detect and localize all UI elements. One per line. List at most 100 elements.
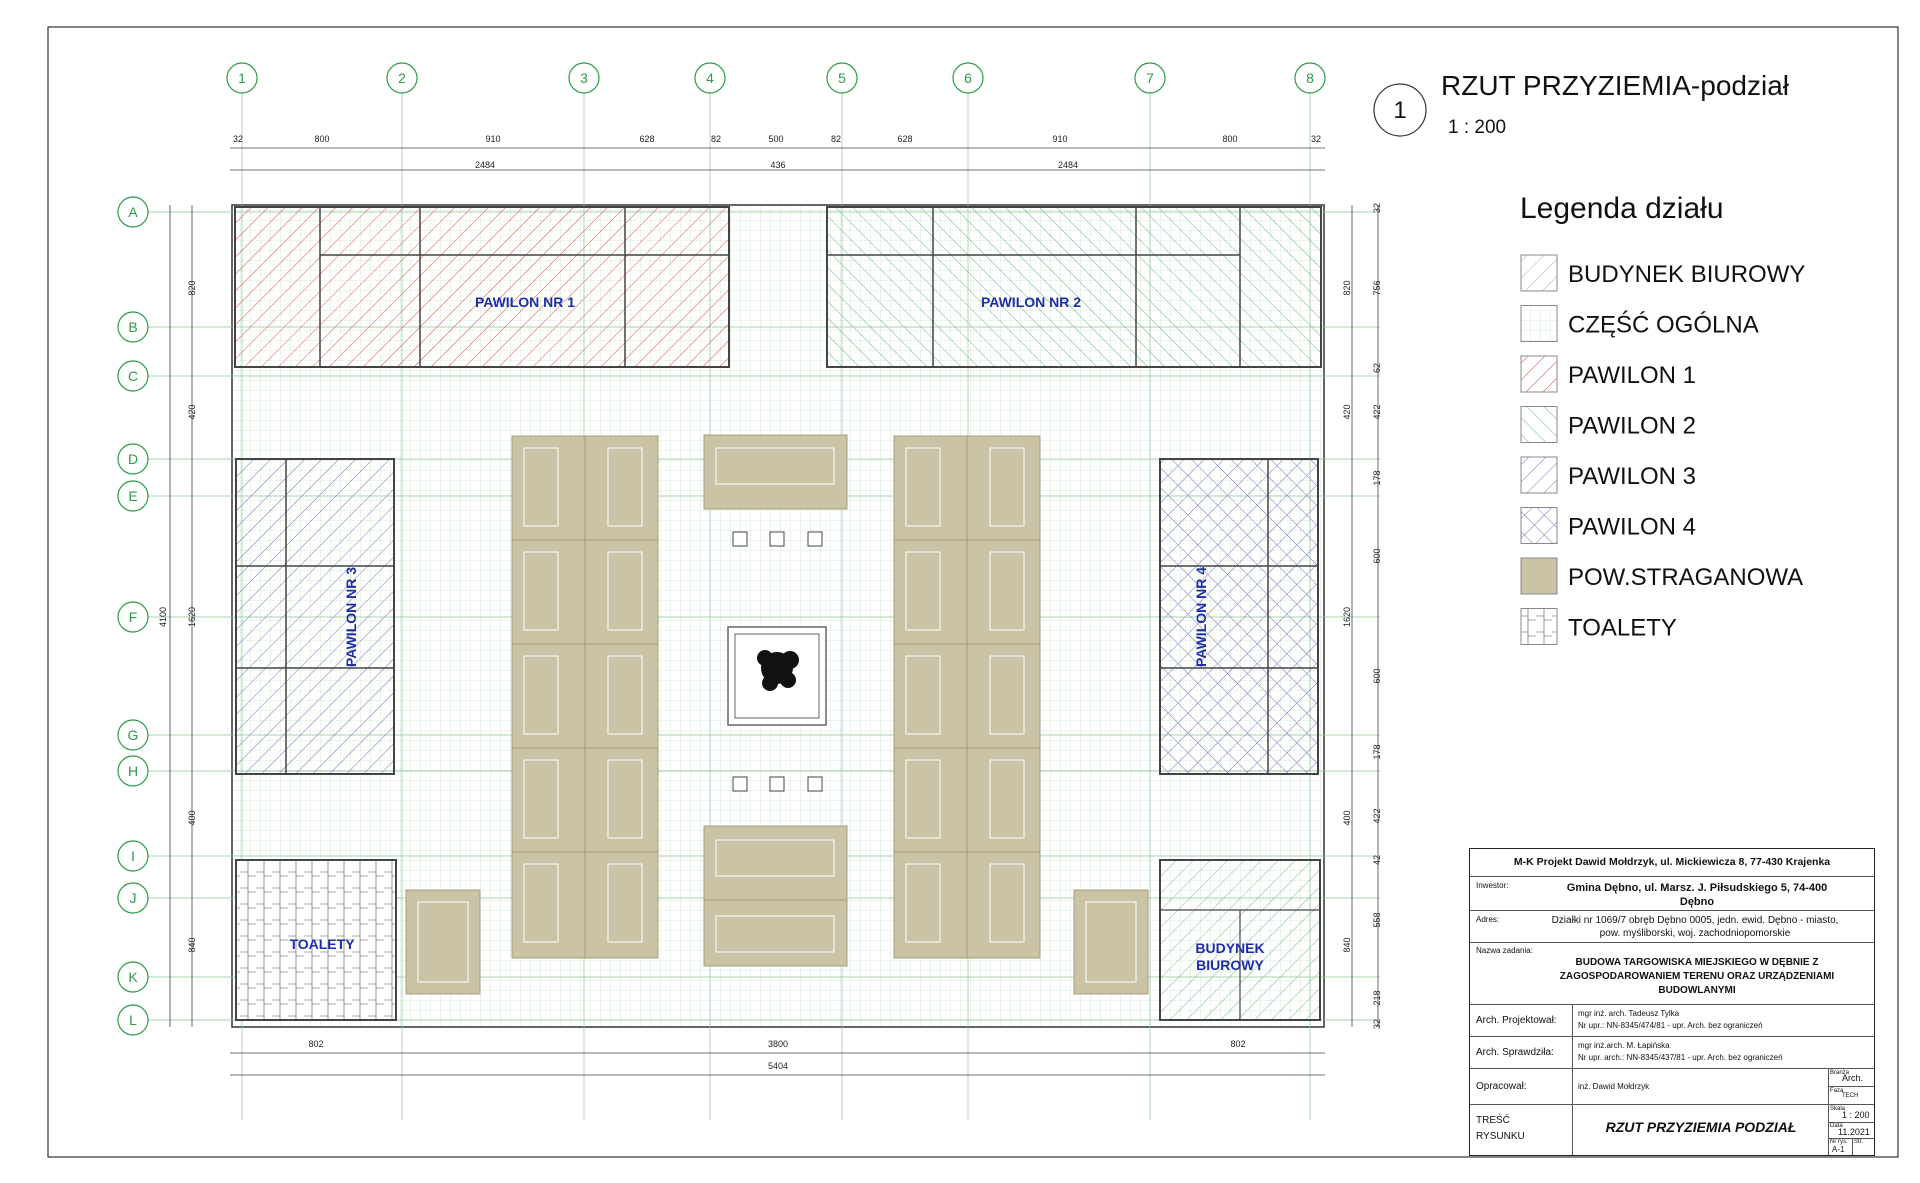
dim-top-1: 628 xyxy=(897,134,912,144)
legend-item: PAWILON 2 xyxy=(1520,406,1696,443)
axis-letter-C: C xyxy=(117,360,149,392)
dim-top-2: 2484 xyxy=(475,160,495,170)
legend-swatch xyxy=(1520,355,1558,393)
toilets-area xyxy=(235,859,397,1021)
svg-text:K: K xyxy=(128,969,138,985)
tb-nr-label: Nr rys. xyxy=(1830,1139,1848,1145)
dim-right-outer: 600 xyxy=(1372,548,1382,563)
pavilion-3-area xyxy=(235,458,395,775)
dim-top-2: 2484 xyxy=(1058,160,1078,170)
svg-text:I: I xyxy=(131,848,135,864)
drawing-number: 1 xyxy=(1393,97,1406,124)
legend-swatch xyxy=(1520,557,1558,595)
dim-left-inner: 400 xyxy=(187,810,197,825)
legend-item: PAWILON 1 xyxy=(1520,355,1696,393)
axis-number-8: 8 xyxy=(1294,62,1326,94)
tb-prepared-value: inż. Dawid Mołdrzyk xyxy=(1578,1082,1650,1091)
legend-swatch xyxy=(1520,456,1558,494)
dim-bottom-2: 5404 xyxy=(768,1061,788,1071)
dim-right-outer: 558 xyxy=(1372,912,1382,927)
axis-letter-D: D xyxy=(117,443,149,475)
dim-top-1: 800 xyxy=(314,134,329,144)
legend-swatch xyxy=(1520,305,1558,342)
axis-letter-G: G xyxy=(117,719,149,751)
axis-letter-A: A xyxy=(117,196,149,228)
tb-address-line1: Działki nr 1069/7 obręb Dębno 0005, jedn… xyxy=(1551,915,1839,926)
legend-swatch xyxy=(1520,608,1558,645)
tb-task-label: Nazwa zadania: xyxy=(1476,946,1533,955)
tb-designer-row: Arch. Projektował: mgr inż. arch. Tadeus… xyxy=(1470,1005,1874,1037)
svg-text:8: 8 xyxy=(1306,70,1314,86)
dim-right-inner: 840 xyxy=(1342,937,1352,952)
tb-designer-label: Arch. Projektował: xyxy=(1476,1015,1557,1026)
legend-label: TOALETY xyxy=(1568,615,1677,642)
svg-text:3: 3 xyxy=(580,70,588,86)
dim-right-inner: 1620 xyxy=(1342,607,1352,627)
svg-text:B: B xyxy=(128,319,137,335)
dim-top-2: 436 xyxy=(770,160,785,170)
dim-top-1: 500 xyxy=(768,134,783,144)
dim-top-1: 82 xyxy=(831,134,841,144)
legend-swatch xyxy=(1520,507,1558,544)
tb-company-row: M-K Projekt Dawid Mołdrzyk, ul. Mickiewi… xyxy=(1470,849,1874,877)
tb-content-value: RZUT PRZYZIEMIA PODZIAŁ xyxy=(1605,1119,1797,1135)
dim-right-inner: 420 xyxy=(1342,404,1352,419)
drawing-scale: 1 : 200 xyxy=(1448,117,1506,138)
legend-swatch xyxy=(1520,406,1558,443)
legend-item: TOALETY xyxy=(1520,608,1677,645)
legend-label: PAWILON 4 xyxy=(1568,514,1696,541)
legend-label: CZĘŚĆ OGÓLNA xyxy=(1568,311,1759,339)
dim-bottom-1: 802 xyxy=(308,1039,323,1049)
dim-top-1: 628 xyxy=(639,134,654,144)
stall-slats xyxy=(417,447,1137,983)
dim-right-outer: 62 xyxy=(1372,363,1382,373)
tb-checker-line1: mgr inż.arch. M. Łapińska xyxy=(1578,1041,1670,1050)
axis-number-7: 7 xyxy=(1134,62,1166,94)
svg-text:4: 4 xyxy=(706,70,714,86)
tb-task-line2: ZAGOSPODAROWANIEM TERENU ORAZ URZĄDZENIA… xyxy=(1559,971,1835,982)
tb-branza-label: Branża xyxy=(1830,1070,1850,1076)
dim-right-outer: 600 xyxy=(1372,668,1382,683)
drawing-title: RZUT PRZYZIEMIA-podział xyxy=(1441,70,1790,101)
legend-item: POW.STRAGANOWA xyxy=(1520,557,1803,595)
dim-top-1: 800 xyxy=(1222,134,1237,144)
svg-text:J: J xyxy=(130,890,137,906)
dim-right-outer: 178 xyxy=(1372,470,1382,485)
axis-number-1: 1 xyxy=(226,62,258,94)
tb-address-row: Adres: Działki nr 1069/7 obręb Dębno 000… xyxy=(1470,911,1874,943)
tb-data-value: 11.2021 xyxy=(1838,1127,1870,1137)
dim-top-1: 82 xyxy=(711,134,721,144)
tree-icon xyxy=(757,650,799,691)
tb-skala-label: Skala xyxy=(1830,1106,1846,1112)
room-label-pavilion-4: PAWILON NR 4 xyxy=(1193,567,1209,667)
tb-content-row: TREŚĆ RYSUNKU RZUT PRZYZIEMIA PODZIAŁ Sk… xyxy=(1470,1105,1874,1155)
dim-top-1: 32 xyxy=(1311,134,1321,144)
axis-letter-K: K xyxy=(117,961,149,993)
svg-text:A: A xyxy=(128,204,138,220)
tb-prepared-row: Opracował: inż. Dawid Mołdrzyk Branża Ar… xyxy=(1470,1069,1874,1105)
dim-right-inner: 820 xyxy=(1342,280,1352,295)
tb-task-row: Nazwa zadania: BUDOWA TARGOWISKA MIEJSKI… xyxy=(1470,943,1874,1005)
tb-content-label-2: RYSUNKU xyxy=(1476,1131,1525,1142)
svg-text:1: 1 xyxy=(238,70,246,86)
axis-letter-L: L xyxy=(117,1004,149,1036)
room-label-office-2: BIUROWY xyxy=(1196,957,1264,973)
tb-prepared-label: Opracował: xyxy=(1476,1081,1527,1092)
legend-item: PAWILON 4 xyxy=(1520,507,1696,544)
axis-number-2: 2 xyxy=(386,62,418,94)
legend-swatch xyxy=(1520,254,1558,292)
legend-item: PAWILON 3 xyxy=(1520,456,1696,494)
pavilion-4-area xyxy=(1159,458,1319,775)
drawing-number-bubble xyxy=(1373,83,1427,137)
legend-label: POW.STRAGANOWA xyxy=(1568,564,1803,591)
axis-letter-E: E xyxy=(117,480,149,512)
dim-right-outer: 32 xyxy=(1372,1019,1382,1029)
tb-checker-row: Arch. Sprawdziła: mgr inż.arch. M. Łapiń… xyxy=(1470,1037,1874,1069)
tb-skala-value: 1 : 200 xyxy=(1842,1110,1870,1120)
dim-top-1: 910 xyxy=(1052,134,1067,144)
legend-title: Legenda działu xyxy=(1520,192,1724,225)
svg-text:H: H xyxy=(128,763,138,779)
